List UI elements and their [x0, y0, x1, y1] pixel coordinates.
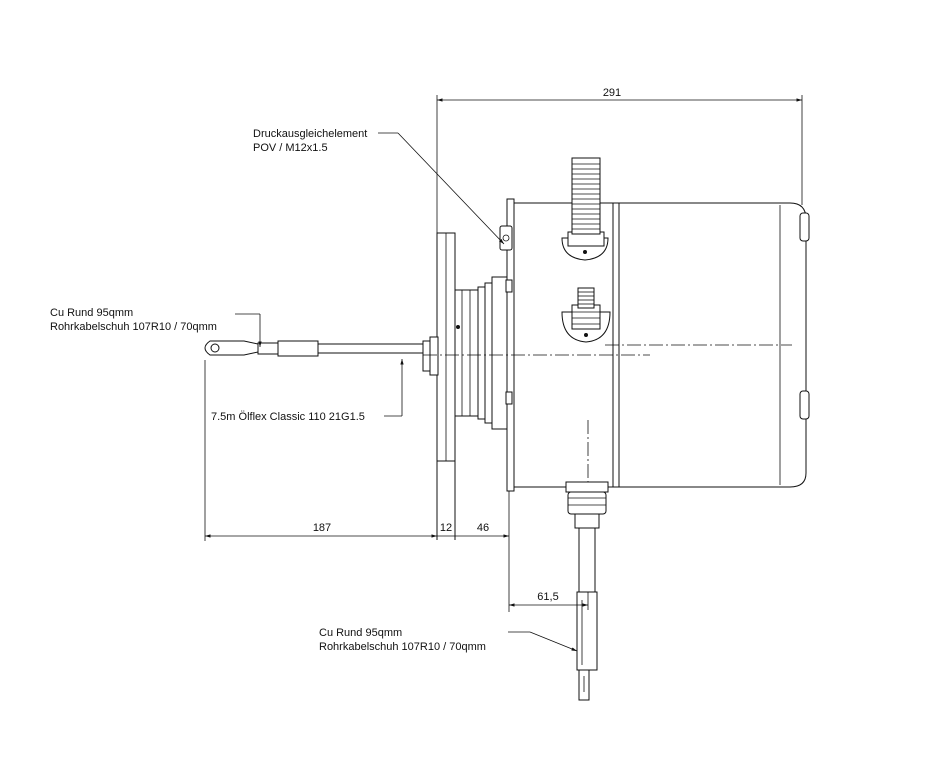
leader-cable-spec: [384, 359, 404, 417]
label-bottom-cable-line1: Cu Rund 95qmm: [319, 627, 402, 639]
dimension-bottom-offset: 61,5: [509, 591, 589, 610]
leader-left-cable: [235, 313, 262, 347]
dimension-bottom-offset-value: 61,5: [537, 591, 558, 603]
middle-fitting: [561, 287, 611, 343]
label-left-cable-line2: Rohrkabelschuh 107R10 / 70qmm: [50, 321, 217, 333]
dimension-overall: 291: [436, 87, 803, 235]
dimension-offset-value: 46: [477, 522, 489, 534]
dimension-overall-value: 291: [603, 87, 621, 99]
mounting-flange: [436, 232, 456, 540]
dimension-flange-value: 12: [440, 522, 452, 534]
bottom-cable: [565, 481, 609, 701]
dimension-offset: 46: [455, 491, 510, 612]
label-pressure-element-line1: Druckausgleichelement: [253, 128, 367, 140]
leader-bottom-cable: [508, 631, 578, 652]
leader-pressure-element: [378, 132, 505, 245]
dimension-cable-length: 187: [204, 360, 437, 541]
upper-fitting: [561, 157, 609, 261]
label-pressure-element-line2: POV / M12x1.5: [253, 142, 328, 154]
hub-housing: [422, 276, 508, 430]
label-bottom-cable-line2: Rohrkabelschuh 107R10 / 70qmm: [319, 641, 486, 653]
dimension-flange: 12: [437, 522, 455, 537]
label-cable-spec: 7.5m Ölflex Classic 110 21G1.5: [211, 411, 365, 423]
label-left-cable-line1: Cu Rund 95qmm: [50, 307, 133, 319]
left-cable: [204, 340, 424, 357]
dimension-cable-length-value: 187: [313, 522, 331, 534]
